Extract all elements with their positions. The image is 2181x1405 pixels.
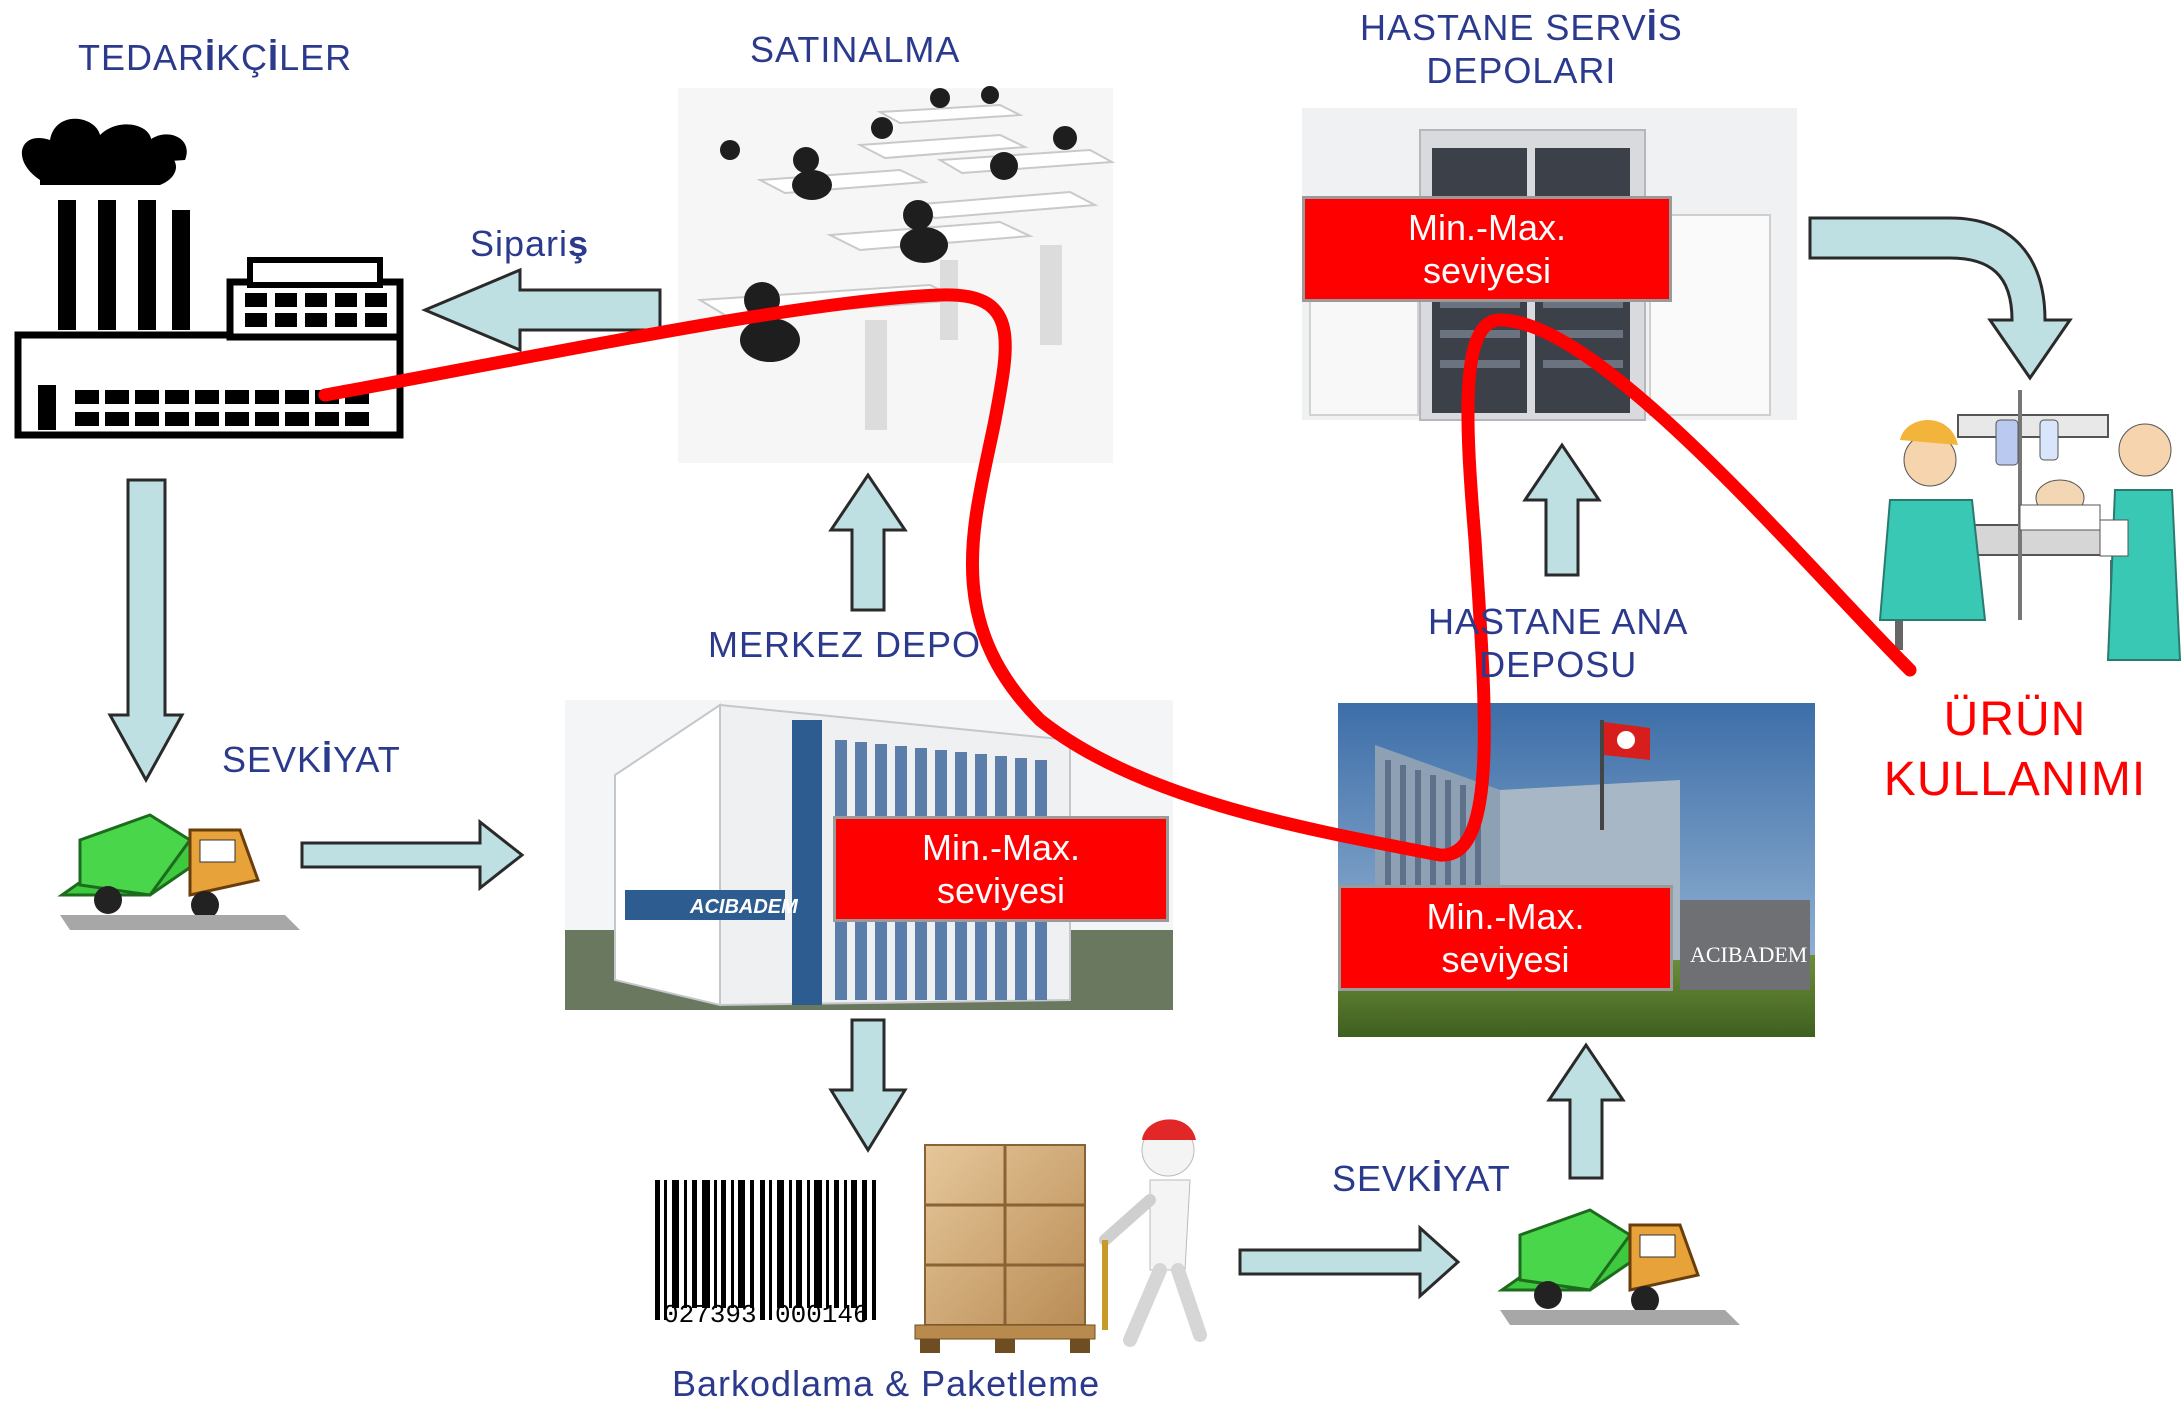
minmax-line1: Min.-Max. bbox=[1407, 206, 1566, 248]
shipment-label-part: İ bbox=[1432, 1158, 1444, 1199]
shipment-label-part: YAT bbox=[1443, 1158, 1511, 1199]
central-depot-label: MERKEZ DEPO bbox=[708, 624, 982, 665]
minmax-line2: seviyesi bbox=[936, 870, 1066, 911]
arrow-order-left bbox=[421, 267, 662, 353]
order-label-part: ş bbox=[568, 223, 590, 264]
order-label-part: Sipari bbox=[470, 223, 569, 264]
building-logo-text: ACIBADEM bbox=[689, 896, 799, 918]
service-depots-label: HASTANE SERVİS DEPOLARI bbox=[1360, 6, 1683, 92]
minmax-badge-central-depot: Min.-Max. seviyesi bbox=[833, 816, 1169, 922]
order-label: Sipariş bbox=[470, 222, 589, 265]
suppliers-label-part: İ bbox=[205, 37, 217, 78]
main-depot-label-line2: DEPOSU bbox=[1479, 644, 1638, 686]
red-flow-line bbox=[318, 288, 1917, 862]
arrow-truck-up bbox=[1546, 1042, 1626, 1180]
minmax-badge-main-depot: Min.-Max. seviyesi bbox=[1338, 885, 1673, 991]
product-usage-label: ÜRÜN KULLANIMI bbox=[1865, 690, 2165, 810]
suppliers-label-part: KÇ bbox=[216, 37, 269, 78]
main-depot-label-line1: HASTANE ANA bbox=[1428, 601, 1689, 642]
shipment-label-part: YAT bbox=[333, 739, 401, 780]
truck-icon bbox=[57, 813, 300, 930]
shipment-label-2: SEVKİYAT bbox=[1332, 1157, 1511, 1200]
patient-care-illustration bbox=[1878, 390, 2181, 661]
barcode-left-digits: 027393 bbox=[663, 1300, 757, 1330]
minmax-line1: Min.-Max. bbox=[1426, 895, 1585, 937]
shipment-label-part: İ bbox=[322, 739, 334, 780]
shipment-label-part: SEVK bbox=[1332, 1158, 1433, 1199]
suppliers-label-part: İ bbox=[268, 37, 280, 78]
minmax-line2: seviyesi bbox=[1441, 939, 1570, 980]
arrow-central-up bbox=[828, 472, 908, 612]
minmax-line1: Min.-Max. bbox=[921, 826, 1080, 868]
suppliers-label-part: LER bbox=[279, 37, 353, 78]
service-depots-label-part: S bbox=[1657, 7, 1683, 48]
building-logo-text-2: ACIBADEM bbox=[1690, 942, 1807, 967]
purchasing-label: SATINALMA bbox=[750, 29, 961, 70]
service-depots-label-part: HASTANE SERV bbox=[1360, 7, 1647, 48]
arrow-to-central-depot bbox=[300, 818, 525, 892]
service-depots-label-line2: DEPOLARI bbox=[1426, 50, 1617, 92]
office-desks-image bbox=[678, 86, 1116, 463]
arrow-central-down bbox=[828, 1018, 908, 1153]
arrow-main-up bbox=[1522, 442, 1602, 577]
minmax-line2: seviyesi bbox=[1422, 250, 1552, 291]
worker-icon bbox=[1099, 1119, 1207, 1347]
barcoding-label: Barkodlama & Paketleme bbox=[672, 1363, 1101, 1404]
shipment-label-1: SEVKİYAT bbox=[222, 738, 401, 781]
barcode-right-digits: 000146 bbox=[775, 1300, 869, 1330]
product-usage-line1: ÜRÜN bbox=[1943, 693, 2087, 746]
shipment-label-part: SEVK bbox=[222, 739, 323, 780]
suppliers-label: TEDARİKÇİLER bbox=[78, 36, 352, 79]
minmax-badge-service-depot: Min.-Max. seviyesi bbox=[1302, 196, 1672, 302]
service-depots-label-part: İ bbox=[1646, 7, 1658, 48]
arrow-to-truck-2 bbox=[1238, 1224, 1461, 1300]
main-depot-label: HASTANE ANA DEPOSU bbox=[1428, 600, 1688, 686]
suppliers-label-part: TEDAR bbox=[78, 37, 206, 78]
product-usage-line2: KULLANIMI bbox=[1883, 753, 2147, 806]
arrow-to-usage bbox=[1808, 216, 2073, 381]
arrow-factory-down bbox=[107, 478, 185, 784]
pallet-boxes-icon bbox=[914, 1144, 1096, 1353]
barcode-icon: 027393 000146 bbox=[655, 1180, 876, 1330]
truck-icon-2 bbox=[1497, 1208, 1740, 1325]
